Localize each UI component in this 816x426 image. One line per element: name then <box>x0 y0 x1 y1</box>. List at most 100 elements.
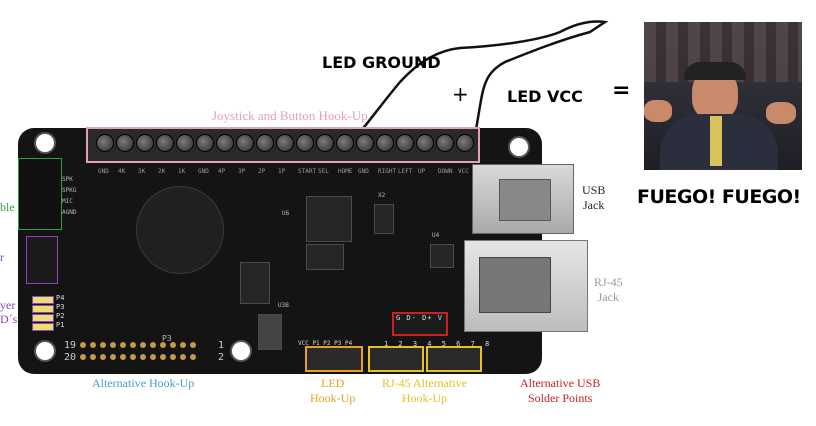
header-pin <box>90 342 96 348</box>
mount-hole <box>508 136 530 158</box>
connector-pin-label: MIC <box>62 198 73 205</box>
mount-hole <box>230 340 252 362</box>
speaker-connector <box>18 158 62 230</box>
header-pin <box>130 342 136 348</box>
terminal-screw <box>376 134 394 152</box>
terminal-screw <box>276 134 294 152</box>
terminal-screw <box>116 134 134 152</box>
chip-u4 <box>430 244 454 268</box>
terminal-pin-label: 4P <box>218 168 226 175</box>
crystal-x2 <box>374 204 394 234</box>
header-pin <box>80 342 86 348</box>
rj45-header-b <box>426 346 482 372</box>
terminal-pin-label: GND <box>198 168 209 175</box>
header-pin <box>140 354 146 360</box>
silk-u4: U4 <box>432 232 440 239</box>
header-pin <box>120 342 126 348</box>
terminal-screw <box>236 134 254 152</box>
header-pin <box>160 342 166 348</box>
row-2-label: 2 <box>218 352 225 363</box>
led-ground-label: LED GROUND <box>322 53 441 72</box>
rj45-header-silk: 1 2 3 4 5 6 7 8 <box>384 340 493 348</box>
terminal-pin-label: GND <box>98 168 109 175</box>
player-led-label: P4 <box>56 294 65 302</box>
row-19-label: 19 <box>64 340 77 351</box>
terminal-screw <box>196 134 214 152</box>
player-led-label: P2 <box>56 312 65 320</box>
header-pin <box>180 342 186 348</box>
terminal-screw <box>356 134 374 152</box>
mount-hole <box>34 132 56 154</box>
connector-pin-label: SPKG <box>62 187 77 194</box>
terminal-screw <box>336 134 354 152</box>
header-pin <box>80 354 86 360</box>
label-partial-ble: ble <box>0 200 15 214</box>
row-20-label: 20 <box>64 352 77 363</box>
header-pin <box>100 354 106 360</box>
header-pin <box>150 342 156 348</box>
led-vcc-label: LED VCC <box>507 87 583 106</box>
header-pin <box>160 354 166 360</box>
player-led-label: P3 <box>56 303 65 311</box>
label-partial-layer: yer <box>0 298 16 312</box>
alt-header-row1 <box>80 342 196 348</box>
rj45-alt-label: RJ-45 Alternative Hook-Up <box>382 376 467 405</box>
terminal-block <box>86 127 480 163</box>
alt-hookup-label: Alternative Hook-Up <box>92 376 195 390</box>
terminal-screw <box>396 134 414 152</box>
silk-x2: X2 <box>378 192 386 199</box>
joystick-hookup-label: Joystick and Button Hook-Up <box>212 108 368 123</box>
plus-sign: + <box>452 82 469 106</box>
piezo-speaker <box>136 186 224 274</box>
equals-sign: = <box>612 78 631 103</box>
silk-p3: P3 <box>162 334 172 343</box>
chip-small-1 <box>306 244 344 270</box>
terminal-pin-label: 4K <box>118 168 126 175</box>
usb-jack-label: USB Jack <box>582 183 606 212</box>
header-pin <box>150 354 156 360</box>
usb-pads-silk: G D- D+ V <box>396 314 443 322</box>
header-pin <box>90 354 96 360</box>
player-led <box>32 296 54 304</box>
rj45-jack <box>464 240 588 332</box>
terminal-screw <box>256 134 274 152</box>
header-pin <box>130 354 136 360</box>
chip-small-2 <box>240 262 270 304</box>
terminal-pin-label: DOWN <box>438 168 453 175</box>
header-pin <box>110 342 116 348</box>
header-pin <box>190 354 196 360</box>
terminal-pin-label: UP <box>418 168 426 175</box>
rj45-header-a <box>368 346 424 372</box>
player-led <box>32 314 54 322</box>
header-pin <box>190 342 196 348</box>
terminal-screw <box>96 134 114 152</box>
terminal-screw <box>316 134 334 152</box>
terminal-pin-label: VCC <box>458 168 469 175</box>
main-chip <box>306 196 352 242</box>
terminal-pin-label: 2P <box>258 168 266 175</box>
usb-jack <box>472 164 574 234</box>
header-pin <box>110 354 116 360</box>
terminal-pin-label: HOME <box>338 168 353 175</box>
terminal-pin-label: 2K <box>158 168 166 175</box>
usb-pads <box>392 312 448 336</box>
header-pin <box>170 342 176 348</box>
terminal-screw <box>216 134 234 152</box>
announcer-photo <box>644 22 802 170</box>
terminal-pin-label: START <box>298 168 317 175</box>
led-hookup-label: LED Hook-Up <box>310 376 356 405</box>
terminal-pin-label: RIGHT <box>378 168 397 175</box>
player-led <box>32 323 54 331</box>
terminal-pin-label: 1P <box>278 168 286 175</box>
alt-header-row2 <box>80 354 196 360</box>
terminal-pin-label: 3P <box>238 168 246 175</box>
header-pin <box>100 342 106 348</box>
terminal-screw <box>136 134 154 152</box>
header-pin <box>120 354 126 360</box>
audio-jack <box>26 236 58 284</box>
terminal-screw <box>156 134 174 152</box>
terminal-screw <box>176 134 194 152</box>
alt-usb-label: Alternative USB Solder Points <box>520 376 601 405</box>
player-led <box>32 305 54 313</box>
silk-u3b: U3B <box>278 302 289 309</box>
